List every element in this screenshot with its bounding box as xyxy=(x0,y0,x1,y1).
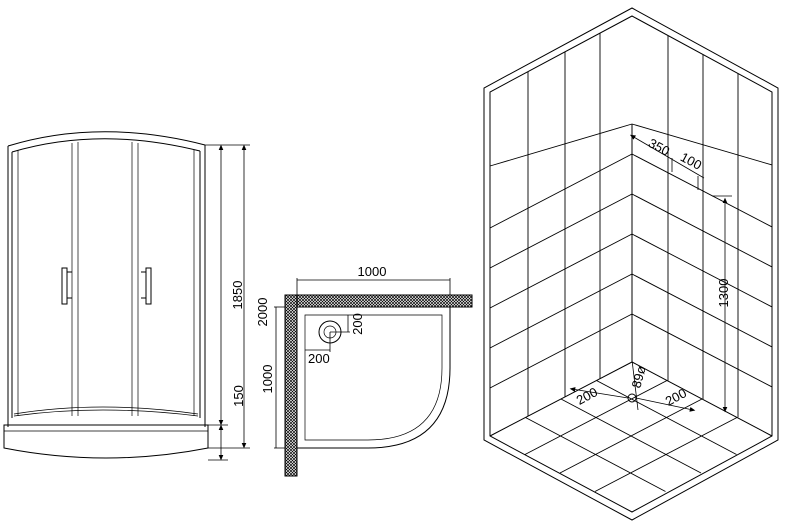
tile-line xyxy=(525,417,666,492)
front-view xyxy=(3,131,209,459)
drain-diameter-label: 89ø xyxy=(629,364,649,390)
tile-line xyxy=(559,398,703,474)
wall-dimensions xyxy=(569,134,732,413)
drain-offset-x-label: 200 xyxy=(308,351,330,366)
tile-line xyxy=(631,273,773,348)
tile-line xyxy=(631,123,773,166)
tile-line xyxy=(489,233,633,309)
door-height-label: 1850 xyxy=(230,281,245,310)
wall-tiles xyxy=(489,33,773,492)
tile-line xyxy=(631,233,773,308)
tile-line xyxy=(489,273,633,349)
plan-width-label: 1000 xyxy=(358,264,387,279)
tile-line xyxy=(631,153,773,228)
plan-dimensions xyxy=(274,278,451,449)
tile-line xyxy=(594,417,738,492)
tile-line xyxy=(489,153,633,229)
tile-line xyxy=(631,193,773,268)
tile-line xyxy=(489,193,633,269)
tile-line xyxy=(489,313,633,389)
total-height-label: 2000 xyxy=(255,298,270,327)
mixer-height-label: 1300 xyxy=(716,279,731,308)
mixer-spacing-label: 100 xyxy=(678,149,704,172)
plan-depth-label: 1000 xyxy=(260,365,275,394)
drain-right-label: 200 xyxy=(663,385,689,408)
tile-line xyxy=(489,123,633,167)
tray-height-label: 150 xyxy=(231,385,246,407)
tile-line xyxy=(631,313,773,388)
plan-view xyxy=(284,294,473,477)
drain-left-label: 200 xyxy=(574,384,600,407)
front-dimensions xyxy=(205,144,250,461)
drain-offset-y-label: 200 xyxy=(350,313,365,335)
